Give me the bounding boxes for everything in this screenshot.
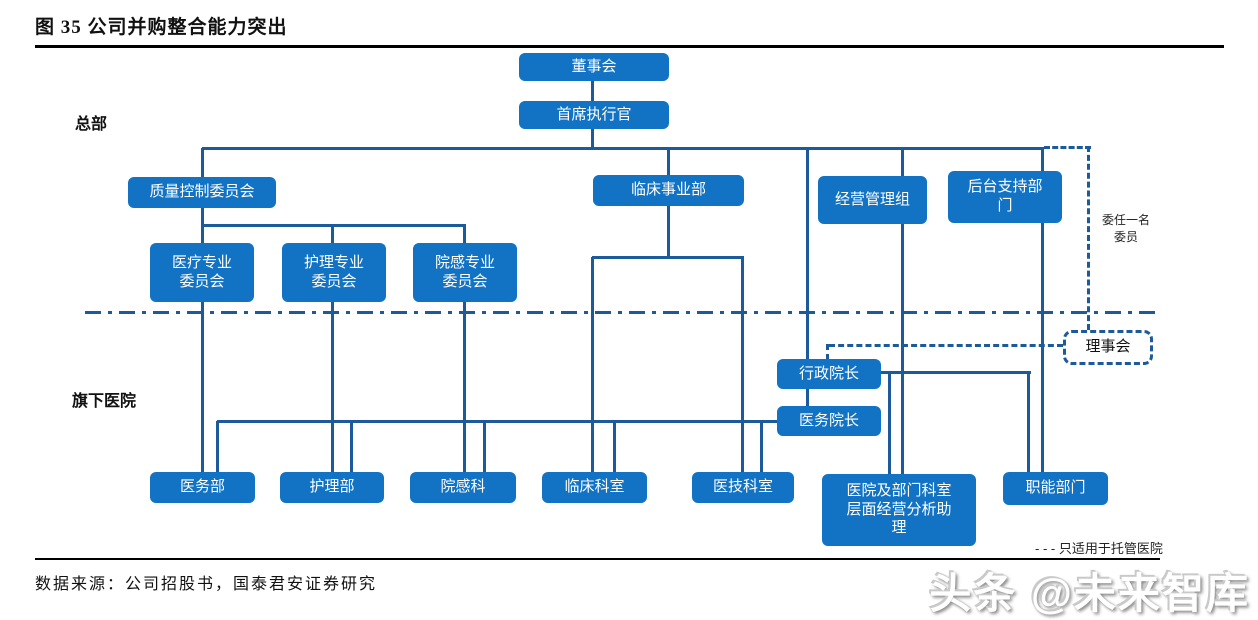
org-node-nursing-committee: 护理专业 委员会 [282,243,386,302]
connector-line [806,148,809,407]
connector-line [202,147,1044,150]
org-node-medical-dept: 医务部 [150,472,255,503]
dashed-connector-line [1087,146,1090,330]
connector-line [350,421,353,473]
connector-line [201,148,204,473]
org-node-ceo: 首席执行官 [519,101,669,129]
connector-line [463,225,466,473]
figure-title: 图 35 公司并购整合能力突出 [35,17,288,38]
org-node-functional-depts: 职能部门 [1003,472,1108,505]
connector-line [483,421,486,473]
org-node-medtech-depts: 医技科室 [692,472,794,503]
connector-line [888,372,891,475]
connector-line [331,225,334,473]
org-node-infection-dept: 院感科 [410,472,516,503]
connector-line [741,257,744,473]
org-node-medical-committee: 医疗专业 委员会 [150,243,254,302]
org-node-clinical-depts: 临床科室 [542,472,647,503]
org-node-analysis-assistant: 医院及部门科室 层面经营分析助 理 [822,474,976,546]
org-node-nursing-dept: 护理部 [280,472,384,503]
connector-line [760,421,763,473]
org-node-medical-dean: 医务院长 [777,406,881,436]
section-label-headquarters: 总部 [75,116,108,133]
org-node-infection-committee: 院感专业 委员会 [413,243,517,302]
connector-line [613,421,616,473]
title-underline [35,45,1224,48]
connector-line [202,224,466,227]
connector-line [1027,372,1030,473]
data-source-note: 数据来源：公司招股书，国泰君安证券研究 [35,576,378,593]
section-divider-line [85,311,1157,314]
org-node-back-office: 后台支持部 门 [948,171,1062,223]
org-node-board: 董事会 [519,53,669,81]
org-node-quality-committee: 质量控制委员会 [128,177,276,208]
org-node-operations-group: 经营管理组 [818,176,927,224]
annotation-appoint-member: 委任一名 委员 [1101,213,1150,244]
connector-line [591,257,594,473]
dashed-connector-line [829,344,1063,347]
footer-rule [35,558,1160,560]
org-node-council: 理事会 [1063,330,1153,365]
connector-line [880,371,1031,374]
connector-line [216,421,219,473]
connector-line [217,420,778,423]
connector-line [1041,148,1044,473]
legend-managed-hospitals: - - - 只适用于托管医院 [1035,541,1163,556]
connector-line [591,80,594,102]
org-node-admin-dean: 行政院长 [777,359,881,389]
dashed-connector-line [1044,146,1091,149]
dashed-connector-line [826,344,829,360]
connector-line [592,256,744,259]
connector-line [591,127,594,148]
watermark: 头条 @未来智库 [929,570,1250,617]
org-node-clinical-division: 临床事业部 [593,175,744,206]
section-label-hospitals: 旗下医院 [72,393,137,410]
